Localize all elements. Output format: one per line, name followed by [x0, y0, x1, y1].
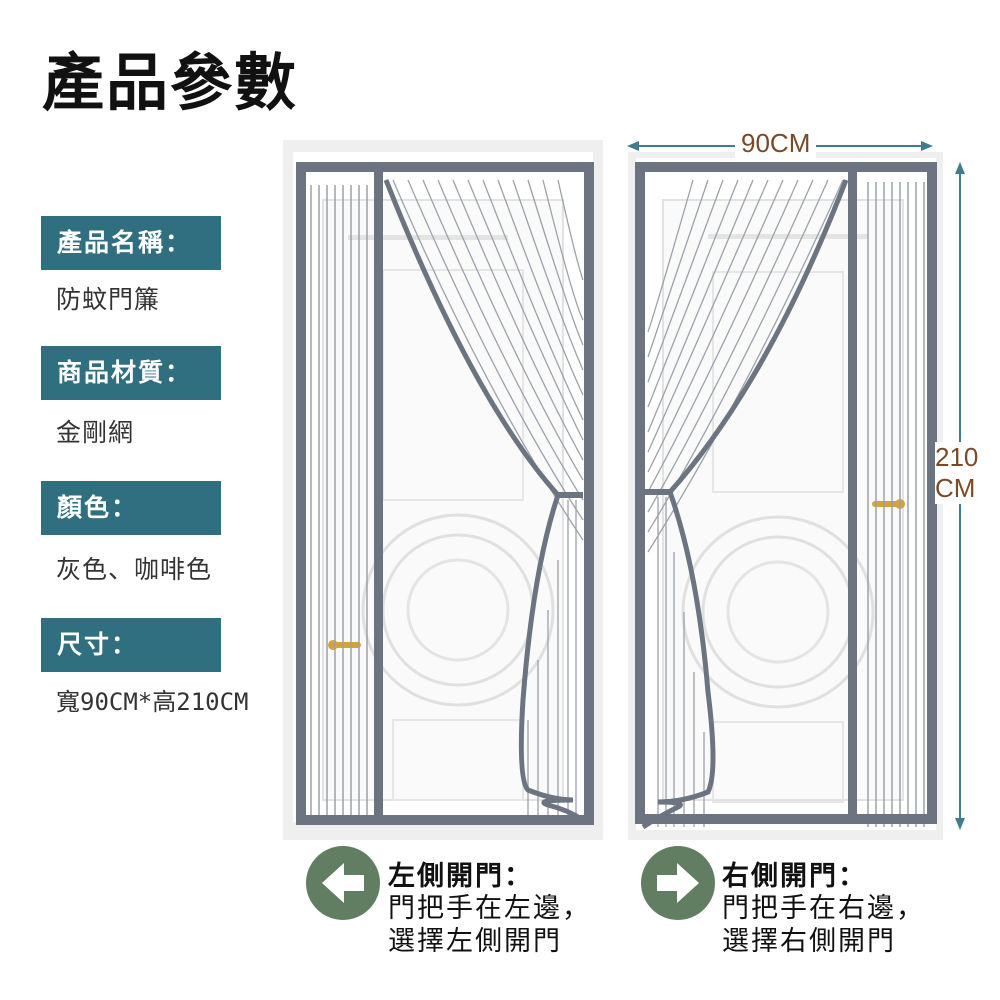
arrow-right-icon: [921, 141, 933, 151]
height-dimension-unit: CM: [935, 473, 976, 504]
left-open-desc-1: 門把手在左邊，: [388, 893, 591, 925]
arrow-left-icon: [627, 141, 639, 151]
left-open-option-icon: [306, 846, 380, 920]
spec-label-name: 產品名稱：: [41, 216, 221, 270]
arrow-left-icon: [322, 863, 364, 903]
left-open-title: 左側開門：: [388, 861, 533, 892]
height-dimension-label: 210 CM: [935, 442, 979, 505]
right-open-option: 右側開門： 門把手在右邊， 選擇右側開門: [722, 861, 925, 958]
spec-label-material: 商品材質：: [41, 346, 221, 400]
spec-value-size: 寬90CM*高210CM: [56, 688, 249, 716]
spec-value-material: 金剛網: [56, 418, 135, 447]
left-door-illustration: [293, 152, 594, 825]
right-open-option-icon: [641, 846, 715, 920]
spec-value-color: 灰色、咖啡色: [56, 555, 213, 584]
right-open-desc-2: 選擇右側開門: [722, 925, 896, 957]
spec-label-size: 尺寸：: [41, 618, 221, 672]
spec-value-name: 防蚊門簾: [56, 285, 161, 314]
right-open-title: 右側開門：: [722, 861, 867, 892]
arrow-up-icon: [955, 162, 965, 174]
height-dimension-value: 210: [935, 442, 979, 472]
right-door-illustration: [635, 158, 937, 830]
width-dimension-label: 90CM: [735, 128, 817, 159]
spec-label-color: 顏色：: [41, 481, 221, 535]
left-open-desc-2: 選擇左側開門: [388, 925, 562, 957]
page-title: 產品參數: [42, 46, 299, 119]
arrow-right-icon: [657, 863, 699, 903]
right-open-desc-1: 門把手在右邊，: [722, 893, 925, 925]
left-open-option: 左側開門： 門把手在左邊， 選擇左側開門: [388, 861, 591, 958]
arrow-down-icon: [955, 818, 965, 830]
